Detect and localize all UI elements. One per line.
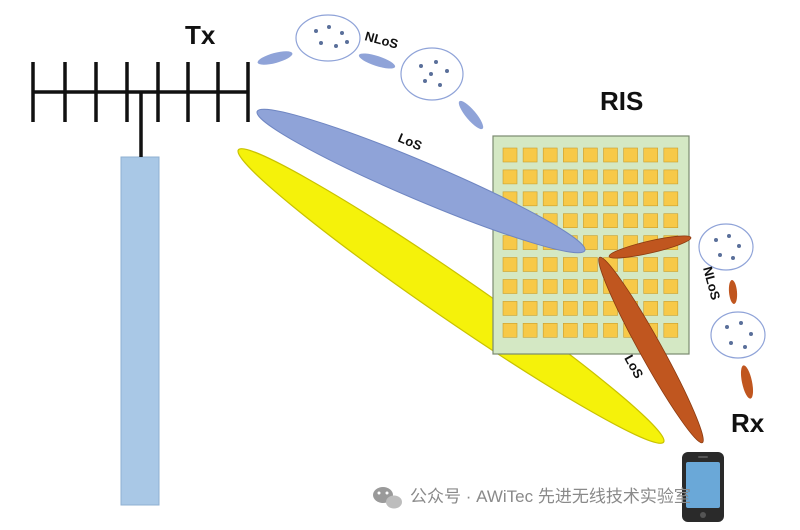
ris-element (522, 301, 538, 316)
los-beam-tx-to-ris (256, 108, 586, 254)
ris-element (663, 301, 679, 316)
ris-element (623, 257, 638, 272)
ris-element (542, 301, 558, 316)
ris-element (603, 213, 618, 228)
nlos-lobe-3 (458, 100, 484, 130)
ris-element (562, 147, 578, 163)
nlos-lobe-5 (740, 365, 754, 399)
ris-element (502, 322, 518, 338)
phone-icon (682, 452, 724, 522)
wechat-icon (373, 487, 402, 509)
scatterer-cluster-1 (295, 14, 361, 62)
ris-element (663, 257, 679, 272)
ris-element (583, 191, 598, 207)
ris-element (522, 322, 538, 338)
ris-element (583, 301, 598, 316)
ris-element (522, 147, 538, 163)
ris-element (542, 191, 558, 207)
ris-element (643, 147, 659, 163)
ris-element (502, 169, 518, 185)
scatterer-dots-3 (714, 234, 741, 260)
ris-element (542, 257, 558, 272)
tx-antenna-array (31, 62, 250, 157)
ris-element (603, 169, 618, 185)
ris-element (542, 169, 558, 185)
ris-element (502, 257, 518, 272)
tx-label: Tx (185, 20, 216, 50)
los-beam-ris-to-rx (598, 256, 704, 444)
ris-element (623, 147, 638, 163)
ris-element (603, 191, 618, 207)
nlos-beam-ris-out (608, 235, 692, 259)
ris-element (522, 191, 538, 207)
ris-element (583, 257, 598, 272)
ris-element (562, 322, 578, 338)
ris-element (643, 169, 659, 185)
ris-element (583, 147, 598, 163)
ris-element (542, 322, 558, 338)
nlos-label-top: NLoS (363, 28, 400, 51)
los-label-blue: LoS (396, 130, 425, 154)
ris-element (502, 279, 518, 294)
ris-element (542, 279, 558, 294)
ris-element (623, 213, 638, 228)
ris-element (643, 301, 659, 316)
ris-element (583, 213, 598, 228)
rx-label: Rx (731, 408, 765, 438)
scatterer-cluster-4 (710, 311, 766, 359)
ris-element (583, 235, 598, 250)
scatterer-dots-4 (725, 321, 753, 349)
ris-element (562, 169, 578, 185)
scatterer-dots-2 (419, 60, 449, 87)
ris-element (623, 191, 638, 207)
ris-element (562, 213, 578, 228)
ris-element (643, 257, 659, 272)
ris-label: RIS (600, 86, 643, 116)
watermark-text: 公众号 · AWiTec 先进无线技术实验室 (410, 487, 691, 506)
ris-element (583, 279, 598, 294)
ris-element (663, 213, 679, 228)
nlos-lobe-4 (728, 280, 738, 304)
ris-element (643, 191, 659, 207)
scatterer-dots-1 (314, 25, 349, 48)
ris-element (562, 301, 578, 316)
nlos-lobe-1 (257, 51, 293, 65)
ris-element (603, 322, 618, 338)
ris-element (663, 279, 679, 294)
ris-element (542, 147, 558, 163)
ris-element (603, 235, 618, 250)
ris-element (603, 147, 618, 163)
ris-element (502, 147, 518, 163)
ris-element (522, 279, 538, 294)
ris-element (663, 169, 679, 185)
ris-element (522, 169, 538, 185)
ris-element (663, 191, 679, 207)
ris-element (562, 191, 578, 207)
ris-element (502, 301, 518, 316)
nlos-lobe-2 (358, 53, 396, 69)
ris-element (663, 322, 679, 338)
scatterer-cluster-3 (698, 223, 754, 271)
ris-element (663, 147, 679, 163)
ris-element (583, 322, 598, 338)
direct-beam-yellow (237, 148, 665, 444)
ris-element (643, 213, 659, 228)
ris-element (562, 257, 578, 272)
tower-pole (120, 156, 160, 506)
ris-element (522, 257, 538, 272)
ris-element (562, 279, 578, 294)
ris-element (583, 169, 598, 185)
ris-element (623, 169, 638, 185)
nlos-label-right: NLoS (700, 265, 723, 302)
ris-element (643, 279, 659, 294)
